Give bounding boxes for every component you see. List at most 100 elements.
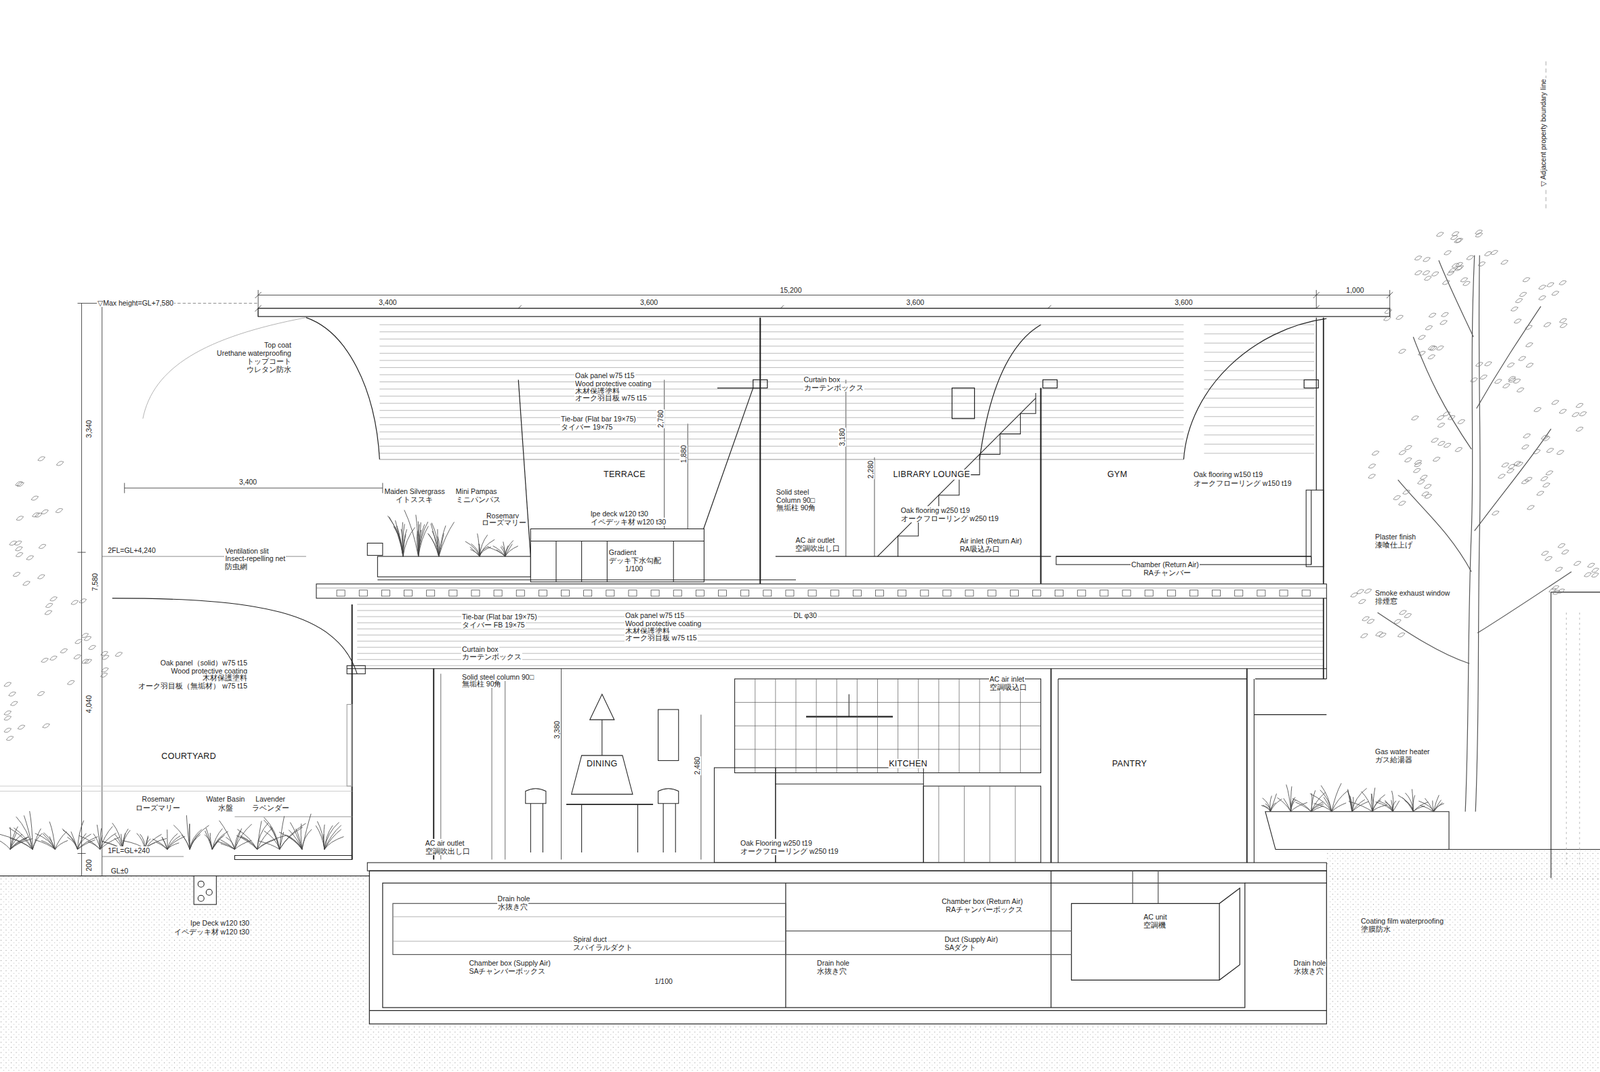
tree-leaves-part bbox=[1404, 445, 1413, 450]
annotation: AC air outlet bbox=[794, 535, 836, 544]
planting-part bbox=[404, 510, 419, 557]
tree-leaves-part bbox=[1420, 474, 1428, 479]
second-floor-part bbox=[775, 556, 1052, 557]
ceiling-boards-part bbox=[379, 388, 1184, 390]
floor-joists-part bbox=[875, 590, 884, 597]
tree-leaves-part bbox=[1437, 422, 1445, 427]
tree-leaves-part bbox=[1513, 378, 1521, 383]
annotation: Tie-bar (Flat bar 19×75) bbox=[560, 414, 637, 423]
floor-joists-part bbox=[493, 590, 502, 597]
tree-leaves-part bbox=[88, 644, 97, 649]
tree-leaves-part bbox=[1494, 379, 1502, 384]
first-floor-part bbox=[346, 665, 366, 674]
basement-part bbox=[369, 1009, 1327, 1011]
tree-leaves-part bbox=[1522, 277, 1531, 282]
planting-part bbox=[1372, 787, 1376, 811]
dimension-text: ▽ Adjacent property boundary line bbox=[1539, 77, 1548, 187]
planting-part bbox=[470, 546, 480, 557]
planting-part bbox=[479, 546, 492, 557]
tree-leaves-part bbox=[50, 655, 58, 660]
tree-leaves-part bbox=[1424, 276, 1433, 281]
annotation: Rosemary bbox=[141, 794, 176, 803]
floor-joists-part bbox=[763, 590, 772, 597]
first-floor-part bbox=[637, 804, 639, 853]
annotation: Air inlet (Return Air) bbox=[959, 536, 1023, 545]
annotation: 1,000 bbox=[1345, 285, 1365, 294]
planting-part bbox=[152, 838, 168, 849]
first-floor bbox=[0, 317, 1327, 905]
tree-leaves-part bbox=[1436, 415, 1445, 420]
planting-part bbox=[324, 825, 333, 849]
tree-leaves-part bbox=[1414, 459, 1422, 465]
planting-part bbox=[112, 823, 123, 850]
planting-part bbox=[300, 823, 303, 849]
tree-leaves-part bbox=[1540, 476, 1548, 481]
ceiling-boards-part bbox=[379, 381, 1184, 383]
dimension-lines-part bbox=[102, 856, 185, 857]
tree-leaves-part bbox=[1424, 493, 1433, 498]
planting-part bbox=[166, 829, 168, 849]
tree-part bbox=[1465, 255, 1475, 812]
tree-leaves-part bbox=[1431, 271, 1439, 276]
annotation: 空調吹出し口 bbox=[424, 846, 471, 855]
tree-leaves-part bbox=[4, 710, 12, 715]
planting-part bbox=[279, 831, 303, 849]
planting-part bbox=[393, 526, 404, 557]
tree-part bbox=[1438, 260, 1474, 337]
tree-leaves-part bbox=[55, 508, 63, 513]
tree-leaves-part bbox=[37, 690, 45, 696]
ceiling-boards-part bbox=[379, 367, 1184, 368]
planting-part bbox=[1348, 789, 1353, 812]
dimension-lines-part bbox=[124, 487, 383, 489]
roof bbox=[258, 308, 1391, 679]
tree-leaves-part bbox=[1455, 447, 1463, 452]
tree-leaves-part bbox=[1537, 491, 1545, 496]
tree-leaves-part bbox=[1526, 505, 1535, 510]
tree-leaves-part bbox=[101, 655, 110, 660]
planting-part bbox=[62, 828, 78, 849]
first-floor-part bbox=[806, 716, 893, 718]
tree-leaves-part bbox=[71, 600, 79, 605]
tree-leaves-part bbox=[56, 461, 64, 466]
planting-part bbox=[54, 831, 67, 849]
tree-leaves-part bbox=[6, 735, 14, 740]
planting-part bbox=[302, 829, 312, 850]
tree-leaves-part bbox=[1384, 308, 1393, 313]
first-floor-part bbox=[658, 788, 679, 853]
second-floor bbox=[316, 392, 1327, 599]
roof-part bbox=[379, 459, 1184, 460]
tree-leaves-part bbox=[1507, 464, 1516, 469]
annotation: 2FL=GL+4,240 bbox=[107, 545, 157, 555]
tree-leaves-part bbox=[1356, 589, 1365, 594]
annotation: Maiden Silvergrass bbox=[383, 487, 446, 496]
tree-leaves-part bbox=[1470, 377, 1479, 383]
tree-leaves-part bbox=[1427, 345, 1436, 350]
tree-leaves-part bbox=[1440, 320, 1448, 325]
tree-leaves-part bbox=[38, 543, 47, 549]
tree-leaves-part bbox=[1444, 250, 1452, 255]
tree-leaves-part bbox=[1515, 298, 1523, 303]
planting-part bbox=[1310, 793, 1332, 812]
floor-joists-part bbox=[1055, 590, 1064, 597]
planting-part bbox=[0, 833, 33, 850]
ceiling-boards-part bbox=[1204, 407, 1315, 408]
planting-part bbox=[418, 521, 429, 557]
annotation: Drain hole bbox=[816, 957, 851, 966]
tree-leaves-part bbox=[15, 546, 24, 551]
roof-part bbox=[1316, 317, 1317, 491]
tree-leaves-part bbox=[1543, 436, 1551, 441]
ceiling-boards-part bbox=[379, 331, 1184, 332]
tree-leaves-part bbox=[26, 555, 34, 560]
tree-leaves-part bbox=[83, 636, 92, 641]
tree-leaves-part bbox=[1591, 567, 1600, 572]
dimension-text: 4,040 bbox=[84, 694, 93, 714]
annotation: 1/100 bbox=[654, 976, 674, 985]
planting-part bbox=[1433, 794, 1439, 811]
planting-part bbox=[13, 827, 33, 850]
annotation: AC air inlet bbox=[988, 674, 1025, 683]
tree-leaves-part bbox=[1525, 342, 1533, 347]
planting-part bbox=[1295, 802, 1311, 812]
annotation: Tie-bar (Flat bar 19×75) bbox=[461, 612, 538, 621]
annotation: スパイラルダクト bbox=[572, 942, 634, 952]
first-floor-part bbox=[658, 709, 679, 761]
